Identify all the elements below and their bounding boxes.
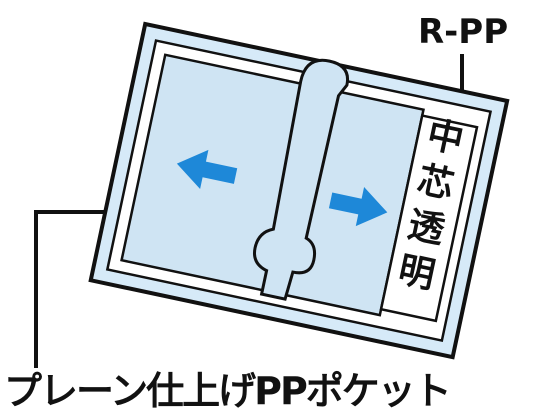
- center-label-char-1: 中: [423, 114, 467, 162]
- pocket-description-label: プレーン仕上げPPポケット: [4, 369, 452, 413]
- arrow-right-icon: [328, 187, 388, 227]
- cover-material-label: R-PP: [418, 12, 509, 52]
- pocket-leader-line: [34, 210, 128, 368]
- center-spine-page: [253, 58, 350, 301]
- center-label-panel: [379, 114, 479, 323]
- center-label-char-2: 芯: [414, 159, 458, 207]
- center-label-char-4: 明: [395, 249, 439, 297]
- arrow-left-icon: [176, 149, 238, 189]
